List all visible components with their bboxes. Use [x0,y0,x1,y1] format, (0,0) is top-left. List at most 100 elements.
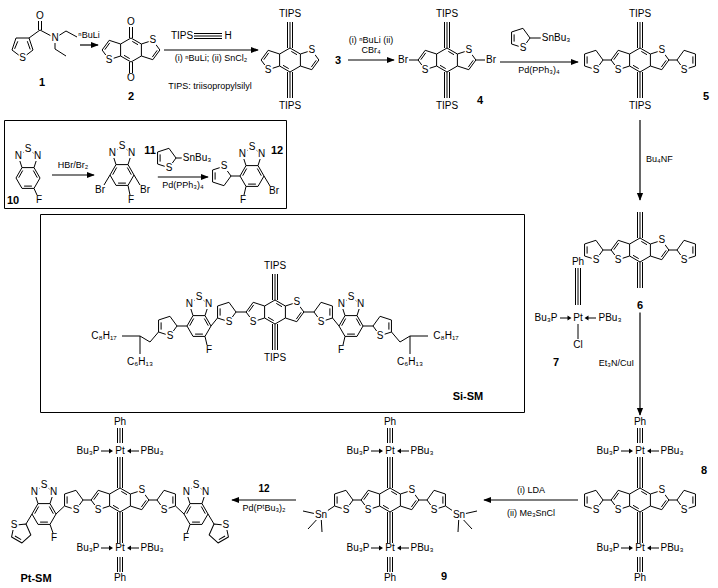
structure-label: S [118,141,127,151]
structure-label: S [464,45,473,55]
structure-label: S [614,505,623,515]
compound-number: Pt-SM [20,573,51,584]
compound-number: 5 [703,91,709,102]
structure-label: PBu₃ [410,543,435,553]
structure-label: Ph [383,573,397,583]
structure-label: 12 [257,484,270,494]
structure-label: N [201,487,210,497]
structure-label: SnBu₃ [541,33,572,43]
structure-4 [408,22,486,98]
structure-label: Bu₃P [534,313,559,323]
compound: 9 [296,415,484,586]
structure-label: S [657,235,666,245]
structure-label: Bu₃P [76,446,101,456]
structure-label: S [680,505,689,515]
compound-number: 10 [7,195,19,206]
structure-label: S [264,65,273,75]
compound-number: 7 [553,357,559,368]
structure-label: Pt [384,543,395,553]
compound-number: 4 [477,95,483,106]
structure-si-sm [122,274,428,354]
structure-label: O [35,11,45,21]
reagent-label: Pd(PPh₃)₄ [162,181,203,191]
structure-label: F [50,533,58,543]
structure-9 [303,428,477,572]
structure-label: Pt [634,446,645,456]
structure-label: TIPS [435,9,459,19]
structure-label: S [195,292,204,302]
reagent-label: (i) ⁿBuLi (ii) CBr₄ [348,36,394,56]
reaction-arrow [639,120,640,200]
structure-label: C₆H₁₃ [396,357,424,367]
reaction-arrow [164,49,258,50]
structure-label: S [137,485,146,495]
reagent-label: Pd(PᵗBu₃)₂ [242,504,285,514]
structure-label: N [127,148,136,158]
structure-label: Bu₃P [346,543,371,553]
structure-label: Br [94,185,106,195]
structure-label: Ph [113,573,127,583]
structure-label: S [192,480,201,490]
structure-label: N [30,487,39,497]
reaction-arrow [52,174,94,175]
structure-label: S [222,520,231,530]
structure-label: TIPS [170,31,194,41]
structure-12 [213,147,270,195]
structure-label: S [680,65,689,75]
structure-label: Ph [633,573,647,583]
structure-label: S [657,485,666,495]
structure-label: N [356,299,365,309]
structure-label: S [72,505,81,515]
structure-label: C₈H₁₇ [432,331,459,341]
structure-label: N [108,148,117,158]
compound-number: 3 [335,55,341,66]
structure-label: C₆H₁₃ [126,357,154,367]
reaction-arrow [639,313,640,416]
structure-7 [560,268,596,339]
structure-label: Pt [572,313,583,323]
compound-number: 2 [128,91,134,102]
structure-label: Cl [572,340,583,350]
structure-pt-sm [8,428,231,572]
structure-label: S [592,255,601,265]
structure-label: Bu₃P [76,543,101,553]
structure-label: S [40,480,49,490]
structure-6 [585,212,696,288]
structure-label: S [166,331,175,341]
structure-label: Sn [452,510,466,520]
structure-label: PBu₃ [140,543,165,553]
structure-label: S [307,45,316,55]
structure-label: Bu₃P [346,446,371,456]
structure-label: TIPS [263,261,287,271]
structure-label: S [614,255,623,265]
structure-5 [585,22,696,98]
structure-label: S [592,505,601,515]
reagent-label: ⁿBuLi [78,31,99,41]
structure-label: S [376,331,385,341]
structure-label: PBu₃ [598,313,623,323]
reagent-label: Bu₄NF [646,155,673,165]
structure-label: TIPS [628,9,652,19]
structure-label: N [238,149,247,159]
structure-11 [104,146,140,195]
structure-label: Br [268,186,280,196]
reagent-label: (i) LDA [517,486,545,496]
structure-label: S [317,317,326,327]
structure-label: SnBu₃ [182,153,213,163]
compound-number: 8 [701,465,707,476]
structure-label: N [14,151,23,161]
structure-label: PBu₃ [140,446,165,456]
structure-8 [585,428,696,572]
structure-label: F [239,195,247,205]
structure-label: TIPS [278,101,302,111]
reaction-arrow [80,44,98,45]
compound: Pt-SM [4,415,232,586]
structure-label: Pt [634,543,645,553]
compound: 3 [258,4,348,116]
structure-label: Ph [383,417,397,427]
compound-number: 12 [271,145,283,156]
reagent-label: HBr/Br₂ [58,161,89,171]
structure-label: N [50,33,59,43]
